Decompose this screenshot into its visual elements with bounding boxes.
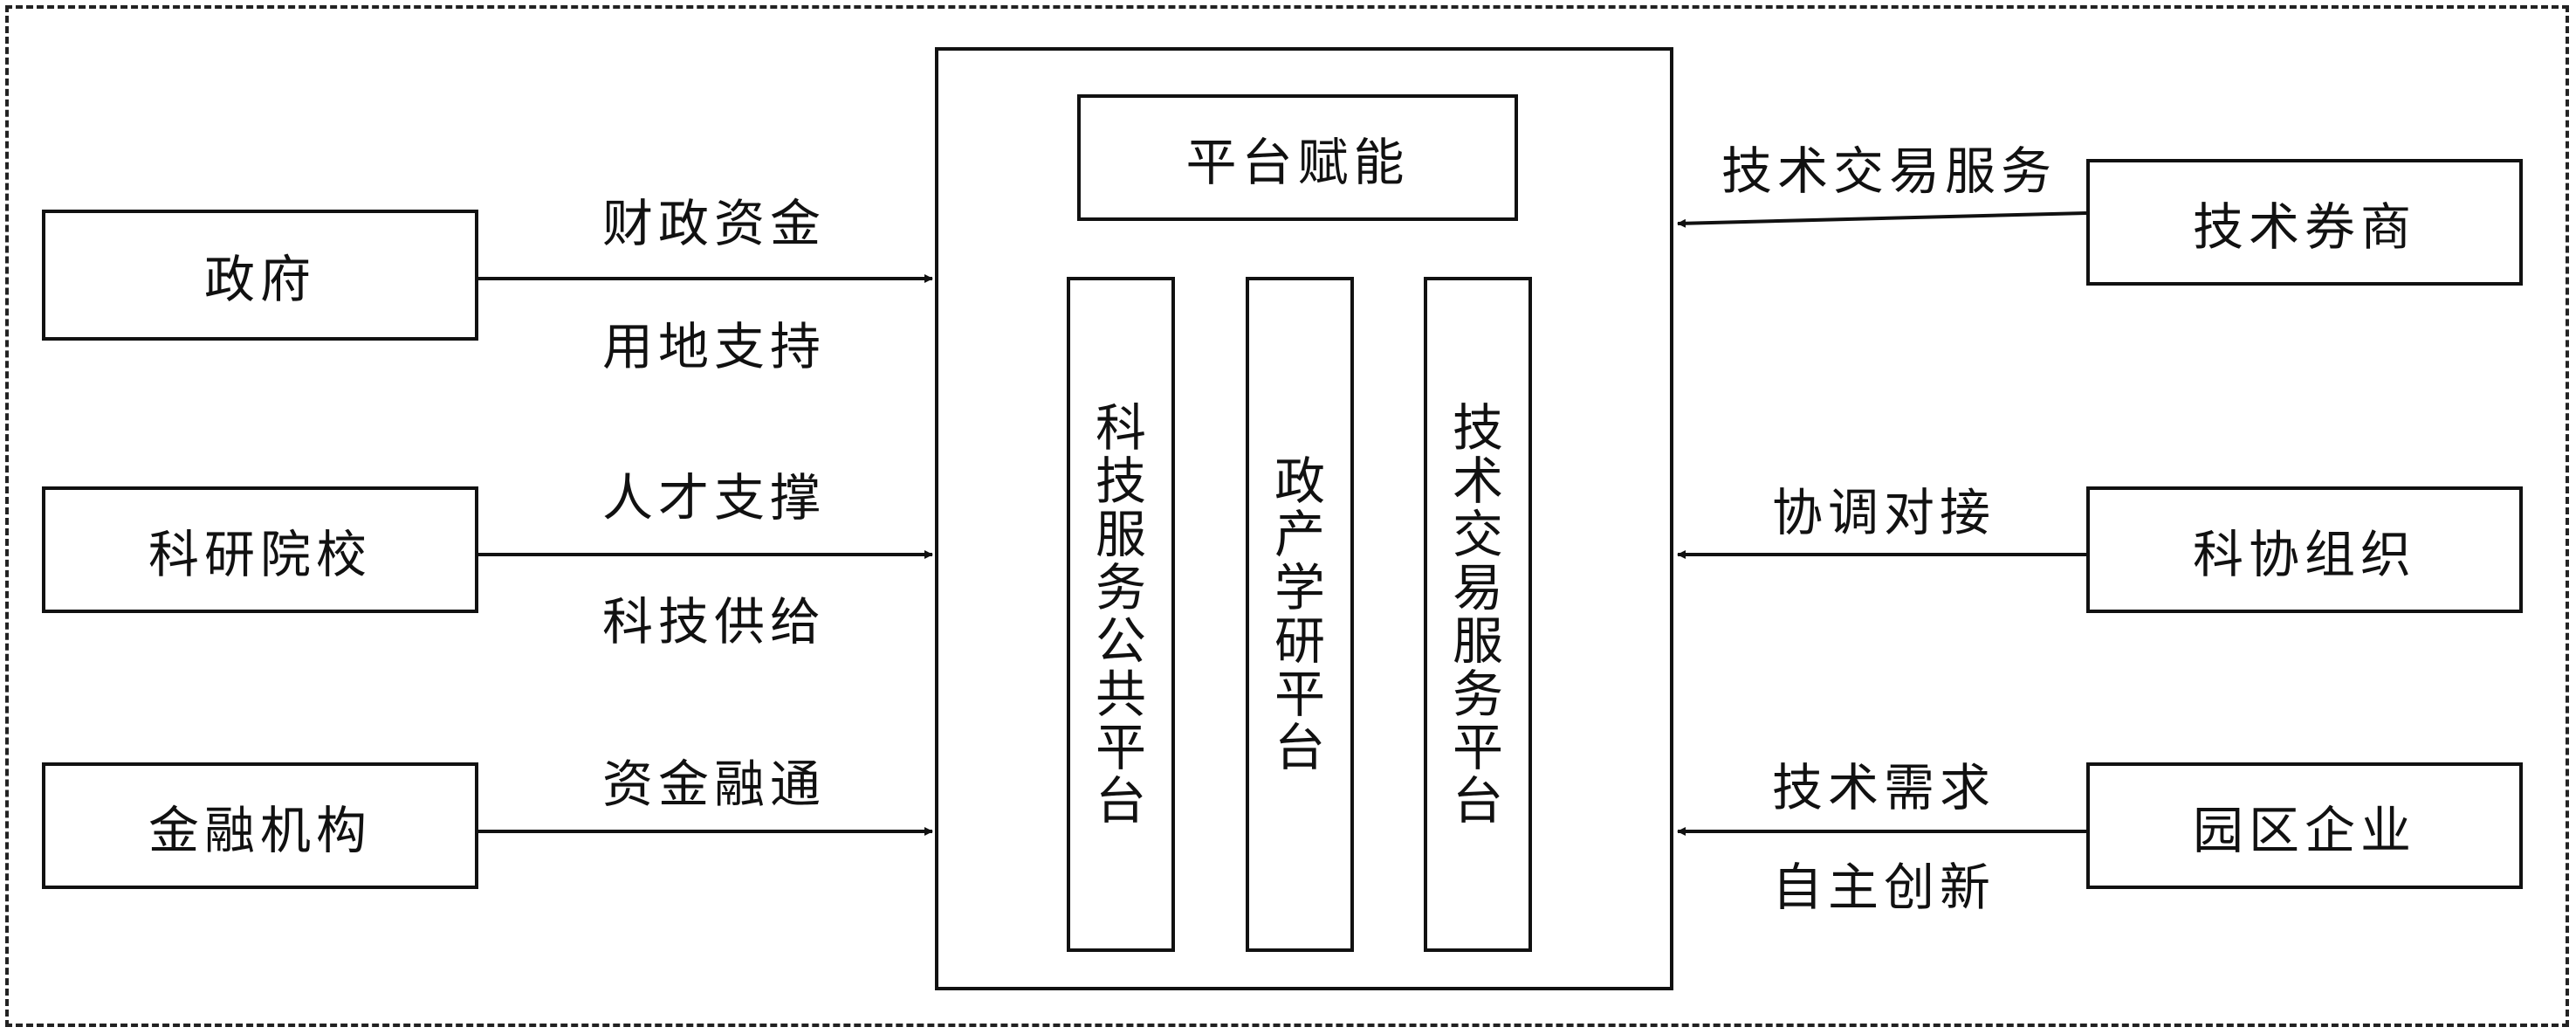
vertical-char: 政	[1274, 451, 1325, 511]
actor-research-institutes: 科研院校	[42, 486, 478, 613]
column-tech-service-platform: 科技服务公共平台	[1067, 277, 1175, 952]
flow-label-talent-support: 人才支撑	[602, 468, 827, 527]
dashed-frame	[5, 5, 2569, 1027]
flow-label-financing: 资金融通	[602, 755, 827, 814]
vertical-char: 技	[1452, 397, 1503, 458]
vertical-char: 台	[1452, 770, 1503, 831]
actor-tech-brokers: 技术券商	[2086, 159, 2523, 286]
actor-government-label: 政府	[203, 250, 316, 309]
vertical-char: 服	[1095, 504, 1146, 564]
vertical-char: 台	[1095, 770, 1146, 831]
vertical-char: 共	[1095, 664, 1146, 724]
vertical-char: 易	[1452, 557, 1503, 617]
vertical-char: 平	[1452, 717, 1503, 777]
flow-label-tech-demand: 技术需求	[1772, 758, 1996, 817]
actor-science-association-label: 科协组织	[2192, 524, 2416, 584]
platform-empowerment-box: 平台赋能	[1077, 94, 1518, 221]
actor-research-institutes-label: 科研院校	[148, 524, 372, 584]
flow-label-tech-trading-service: 技术交易服务	[1721, 141, 2057, 201]
platform-empowerment-label: 平台赋能	[1185, 132, 1410, 192]
arrow-broker	[1677, 211, 2087, 228]
actor-park-enterprises: 园区企业	[2086, 762, 2523, 889]
vertical-char: 术	[1452, 451, 1503, 511]
actor-financial-institutions: 金融机构	[42, 762, 478, 889]
flow-label-tech-supply: 科技供给	[602, 592, 827, 651]
flow-label-independent-innovation: 自主创新	[1772, 858, 1996, 917]
column-tech-service-platform-label: 科技服务公共平台	[1095, 397, 1146, 831]
actor-tech-brokers-label: 技术券商	[2192, 196, 2416, 257]
actor-financial-institutions-label: 金融机构	[148, 800, 372, 860]
vertical-char: 公	[1095, 610, 1146, 671]
column-gov-industry-academia-platform-label: 政产学研平台	[1274, 451, 1325, 777]
column-tech-trading-platform: 技术交易服务平台	[1424, 277, 1532, 952]
flow-label-fiscal-funds: 财政资金	[602, 194, 827, 253]
vertical-char: 务	[1095, 557, 1146, 617]
vertical-char: 平	[1095, 717, 1146, 777]
actor-science-association: 科协组织	[2086, 486, 2523, 613]
vertical-char: 务	[1452, 664, 1503, 724]
vertical-char: 研	[1274, 610, 1325, 671]
column-tech-trading-platform-label: 技术交易服务平台	[1452, 397, 1503, 831]
vertical-char: 台	[1274, 717, 1325, 777]
flow-label-land-support: 用地支持	[602, 317, 827, 376]
column-gov-industry-academia-platform: 政产学研平台	[1246, 277, 1354, 952]
flow-label-coordination: 协调对接	[1772, 483, 1996, 542]
actor-park-enterprises-label: 园区企业	[2192, 800, 2416, 860]
vertical-char: 平	[1274, 664, 1325, 724]
vertical-char: 产	[1274, 504, 1325, 564]
vertical-char: 学	[1274, 557, 1325, 617]
vertical-char: 交	[1452, 504, 1503, 564]
vertical-char: 技	[1095, 451, 1146, 511]
vertical-char: 科	[1095, 397, 1146, 458]
actor-government: 政府	[42, 210, 478, 341]
vertical-char: 服	[1452, 610, 1503, 671]
